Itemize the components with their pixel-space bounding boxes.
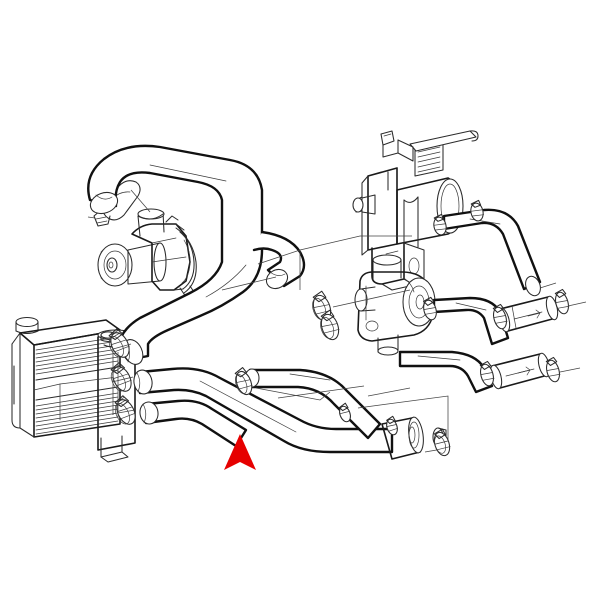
hose-clamp [320,309,340,341]
radiator-fins-upper [35,336,119,375]
hose-clamp [386,415,399,436]
hose-clamp [554,288,570,315]
thermostat-side-port [352,197,364,213]
distribution-housing [354,254,436,356]
radiator-fins-lower [35,392,119,435]
lower-radiator-hose [133,367,394,454]
water-pump [97,208,197,298]
leader-lines [111,235,587,418]
upper-radiator-hose [87,144,264,365]
hose-clamp [423,296,438,321]
hose-clamp [433,428,451,457]
thermostat-bellows [417,146,441,173]
hose-clamp [234,367,253,396]
hose-clamp [108,328,130,358]
hose-clamp [545,356,561,383]
thermostat-left-block [367,167,398,251]
hose-clamp [338,402,351,423]
hose-clamp [479,360,495,387]
heater-return-hose [432,296,510,346]
radiator-core [33,329,121,438]
red-selection-arrow [224,434,256,470]
hose-clamp [433,213,448,236]
heater-feed-hose-end [525,275,541,297]
hose-clamp [470,199,485,222]
bypass-hose [252,230,306,290]
thermostat-bracket-arm [409,130,477,152]
bypass-hose-end [265,268,289,290]
bypass-pipe-stud [93,209,111,227]
radiator-filler-neck [15,316,39,328]
water-pump-housing [131,223,191,291]
thermostat-inner-tube [403,196,419,251]
lower-right-long-pipe [398,350,494,394]
hose-clamp [114,395,136,425]
radiator-drain-foot [100,435,123,458]
hose-clamp [492,303,508,330]
hose-clamp [110,362,132,392]
distribution-neck [372,254,402,266]
hose-clamps [108,199,570,457]
